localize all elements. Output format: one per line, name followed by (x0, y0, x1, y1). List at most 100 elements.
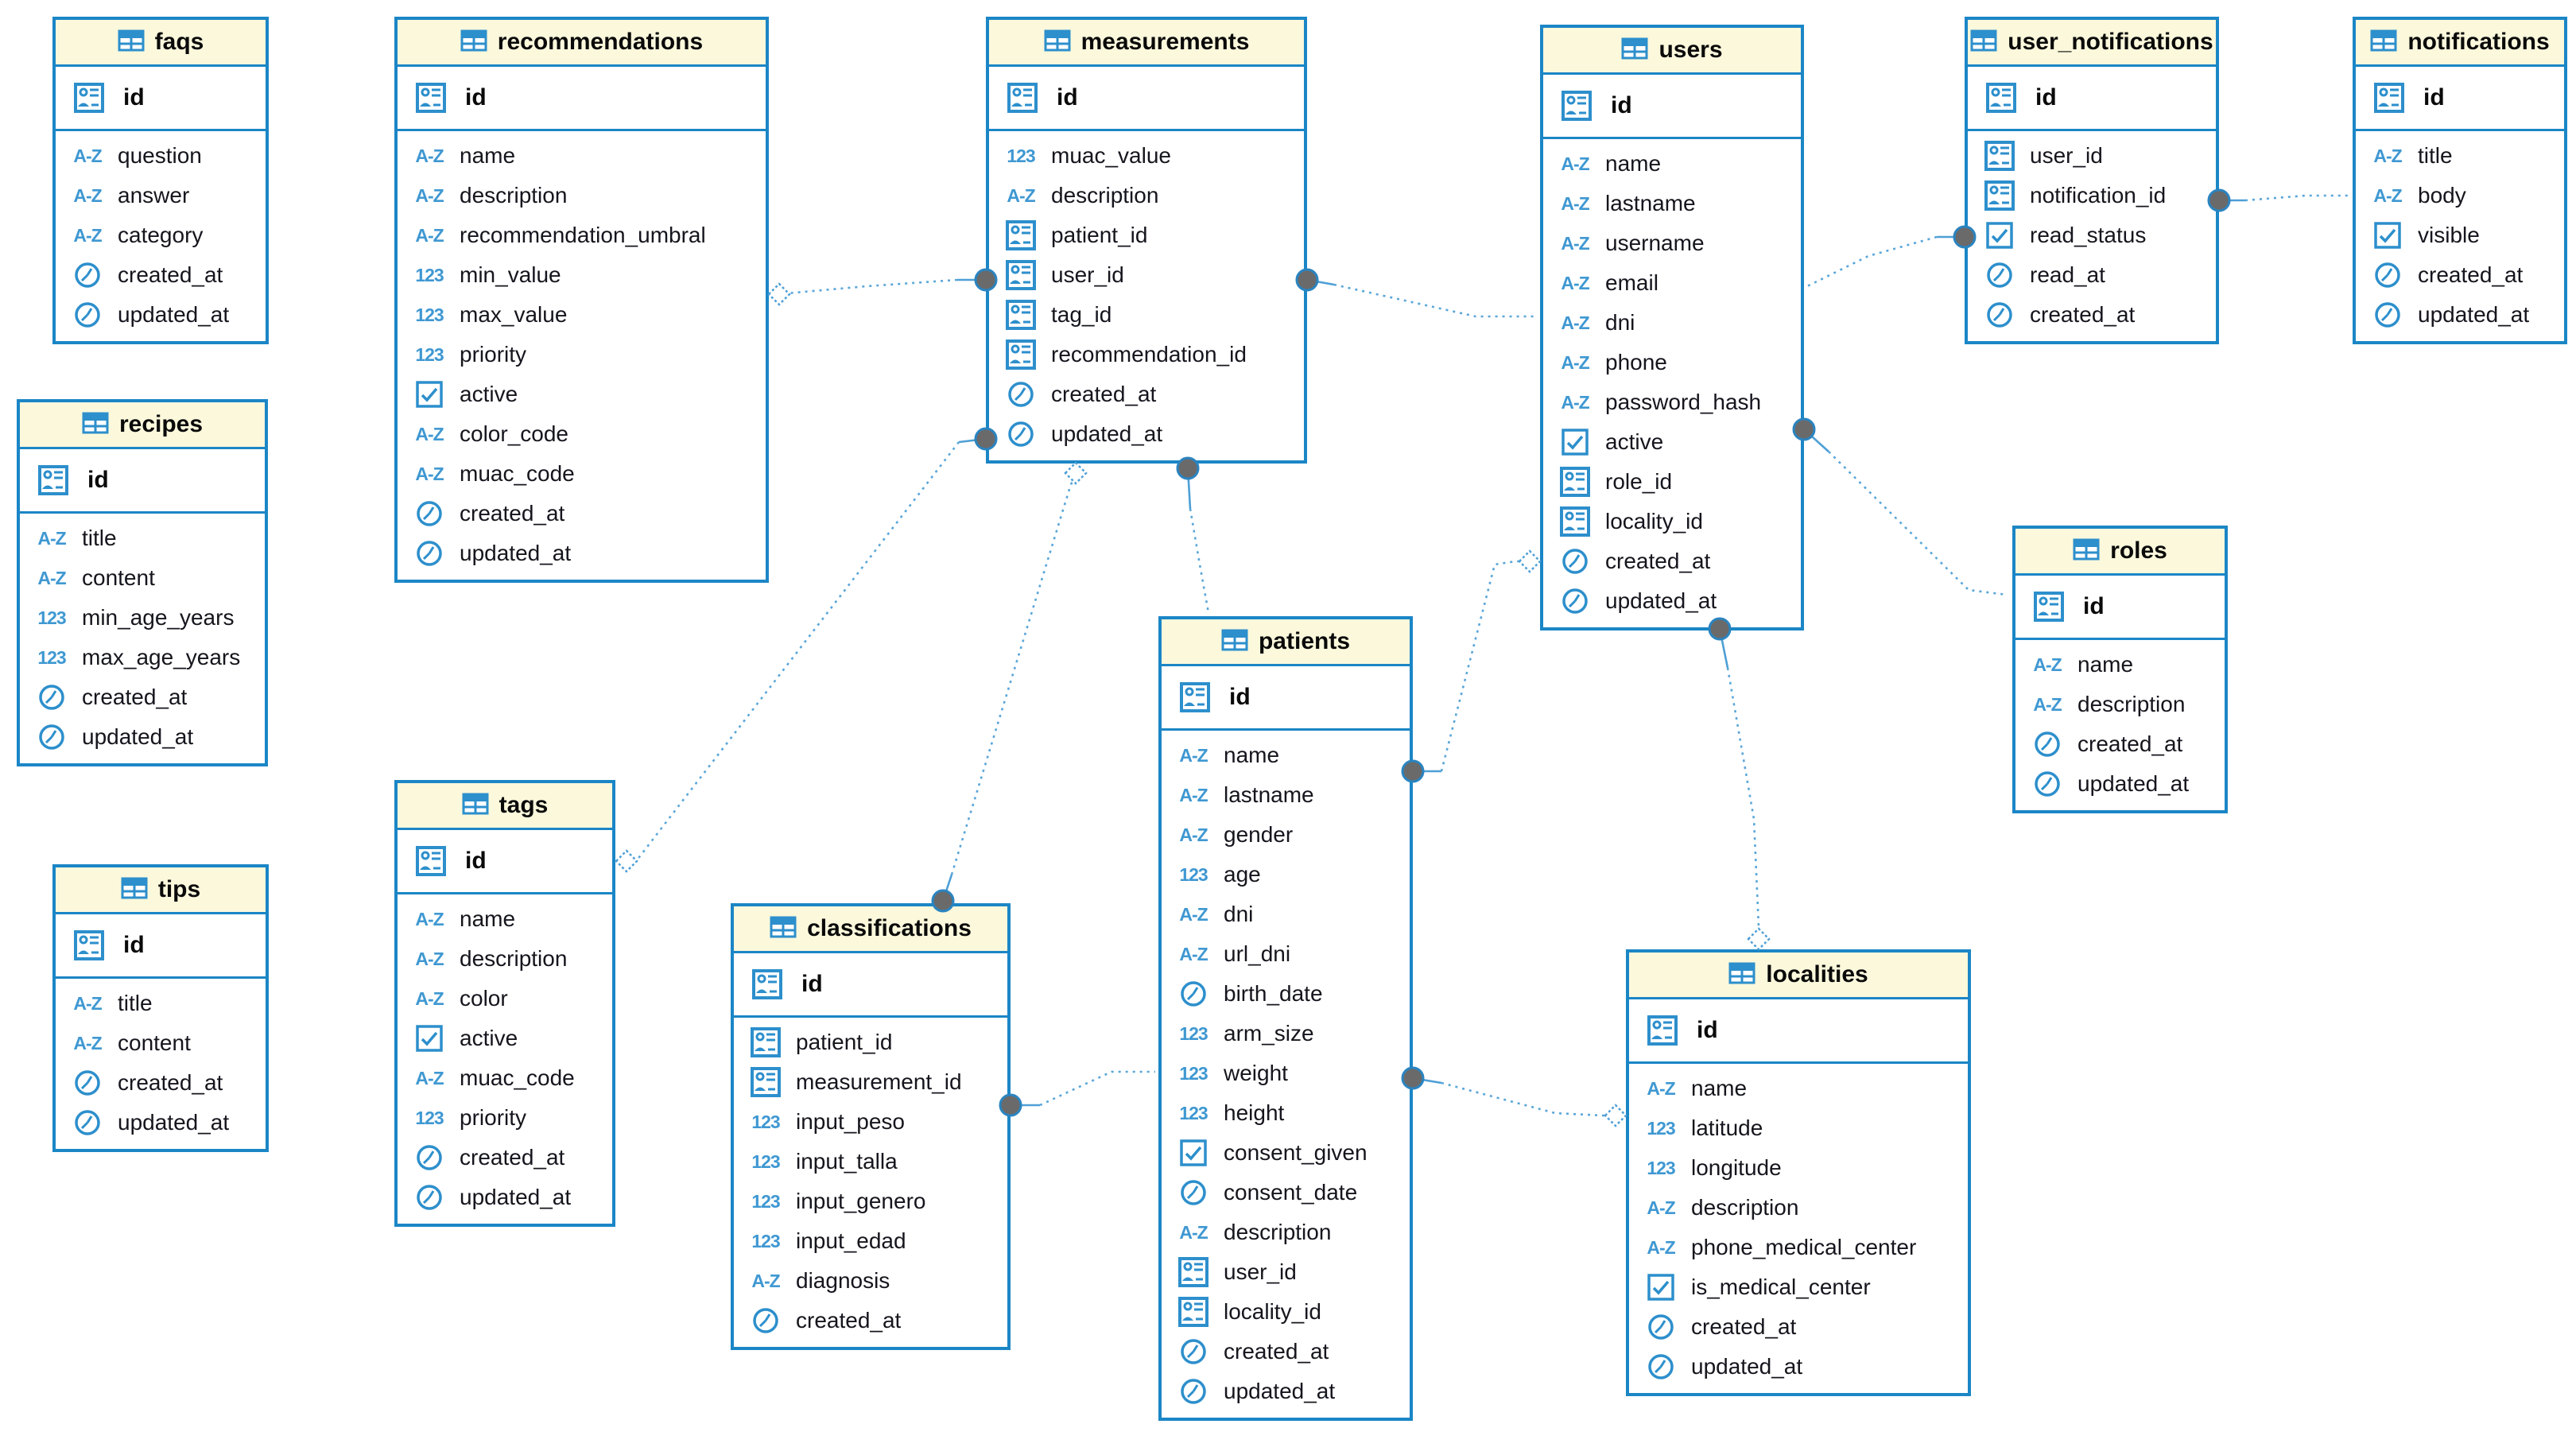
field-row[interactable]: read_at (1968, 255, 2216, 295)
field-row[interactable]: updated_at (989, 414, 1304, 454)
field-row[interactable]: active (398, 374, 766, 414)
field-row[interactable]: notification_id (1968, 176, 2216, 215)
pk-row[interactable]: id (398, 830, 612, 894)
relationship-classifications.patient_id-patients.id[interactable] (999, 1070, 1155, 1117)
field-row[interactable]: consent_given (1162, 1133, 1410, 1173)
table-header[interactable]: users (1543, 28, 1801, 75)
field-row[interactable]: active (1543, 422, 1801, 462)
field-row[interactable]: locality_id (1162, 1292, 1410, 1332)
field-row[interactable]: locality_id (1543, 502, 1801, 541)
pk-row[interactable]: id (56, 914, 266, 979)
pk-row[interactable]: id (1162, 666, 1410, 731)
relationship-users.role_id-roles.id[interactable] (1792, 417, 2008, 596)
field-row[interactable]: updated_at (2015, 764, 2225, 804)
relationship-line[interactable] (1726, 667, 1760, 939)
table-header[interactable]: tags (398, 783, 612, 830)
field-row[interactable]: user_id (989, 255, 1304, 295)
field-row[interactable]: updated_at (1162, 1372, 1410, 1411)
field-row[interactable]: read_status (1968, 215, 2216, 255)
field-row[interactable]: updated_at (56, 1103, 266, 1143)
field-row[interactable]: user_id (1162, 1252, 1410, 1292)
field-row[interactable]: is_medical_center (1629, 1267, 1968, 1307)
table-header[interactable]: localities (1629, 953, 1968, 999)
pk-row[interactable]: id (398, 67, 766, 131)
relationship-line[interactable] (2244, 194, 2349, 202)
field-row[interactable]: created_at (56, 255, 266, 295)
relationship-line[interactable] (1333, 283, 1536, 318)
relationship-line[interactable] (950, 472, 1077, 875)
field-row[interactable]: updated_at (2356, 295, 2564, 335)
relationship-measurements.user_id-users.id[interactable] (1295, 268, 1536, 318)
relationship-user_notifications.notification_id-notifications.id[interactable] (2207, 188, 2349, 212)
relationship-line[interactable] (1189, 508, 1210, 614)
relationship-patients.locality_id-localities.id[interactable] (1401, 1066, 1627, 1127)
field-row[interactable]: created_at (2015, 724, 2225, 764)
relationship-line[interactable] (1440, 560, 1530, 772)
table-header[interactable]: patients (1162, 619, 1410, 666)
pk-row[interactable]: id (1629, 999, 1968, 1064)
pk-row[interactable]: id (56, 67, 266, 131)
relationship-classifications.measurement_id-measurements.id[interactable] (931, 461, 1088, 913)
field-row[interactable]: active (398, 1018, 612, 1058)
table-header[interactable]: recommendations (398, 20, 766, 67)
table-header[interactable]: tips (56, 867, 266, 914)
relationship-measurements.patient_id-patients.id[interactable] (1176, 456, 1210, 614)
pk-row[interactable]: id (1968, 67, 2216, 131)
pk-row[interactable]: id (20, 449, 265, 514)
field-row[interactable]: created_at (20, 677, 265, 717)
field-row[interactable]: measurement_id (734, 1062, 1007, 1102)
field-row[interactable]: created_at (1629, 1307, 1968, 1347)
field-row[interactable]: patient_id (734, 1022, 1007, 1062)
field-row[interactable]: birth_date (1162, 974, 1410, 1014)
relationship-user_notifications.user_id-users.id[interactable] (1806, 225, 1977, 288)
field-row[interactable]: visible (2356, 215, 2564, 255)
table-header[interactable]: notifications (2356, 20, 2564, 67)
table-header[interactable]: classifications (734, 906, 1007, 953)
table-header[interactable]: roles (2015, 529, 2225, 576)
relationship-line[interactable] (1039, 1070, 1155, 1107)
field-row[interactable]: created_at (2356, 255, 2564, 295)
relationship-measurements.recommendation_id-recommendations.id[interactable] (767, 268, 998, 306)
